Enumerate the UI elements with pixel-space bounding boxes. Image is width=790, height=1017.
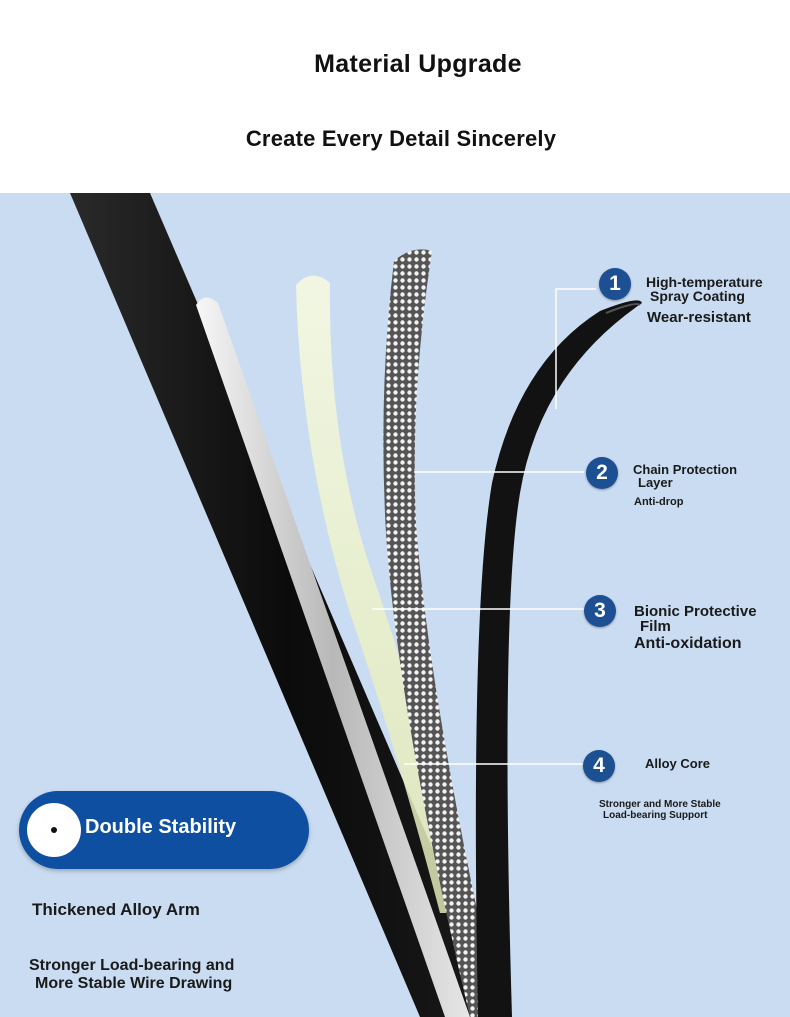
page-subtitle: Create Every Detail Sincerely (245, 126, 557, 151)
silver-rod (196, 297, 470, 1017)
feature-description: Stronger Load-bearing and More Stable Wi… (29, 957, 235, 993)
layer-3-caption: Anti-oxidation (634, 635, 742, 652)
layer-4-caption: Stronger and More Stable Load-bearing Su… (599, 799, 721, 821)
layer-1-caption: Wear-resistant (647, 309, 751, 326)
page-title: Material Upgrade (314, 50, 522, 78)
product-illustration-panel: 1 High-temperature Spray Coating Wear-re… (0, 193, 790, 1017)
layer-number-badge: 1 (599, 268, 631, 300)
layer-2-title: Chain Protection Layer (633, 462, 738, 490)
header: Material Upgrade Create Every Detail Sin… (0, 0, 790, 193)
layer-number-badge: 3 (584, 595, 616, 627)
layer-number-badge: 4 (583, 750, 615, 782)
double-stability-badge: Double Stability (19, 791, 309, 869)
outer-coating-tube (475, 300, 642, 1017)
pill-label: Double Stability (85, 816, 237, 838)
layer-number-badge: 2 (586, 457, 618, 489)
braided-mesh-layer (383, 249, 500, 1017)
dot-icon (27, 803, 81, 857)
layer-3-title: Bionic Protective Film (634, 603, 757, 635)
feature-heading: Thickened Alloy Arm (32, 900, 200, 919)
layer-4-title: Alloy Core (645, 756, 711, 771)
layer-2-caption: Anti-drop (634, 496, 684, 508)
layer-1-title: High-temperature Spray Coating (646, 274, 763, 304)
leader-line-1 (555, 288, 596, 409)
cable-layers-illustration (70, 193, 642, 1017)
